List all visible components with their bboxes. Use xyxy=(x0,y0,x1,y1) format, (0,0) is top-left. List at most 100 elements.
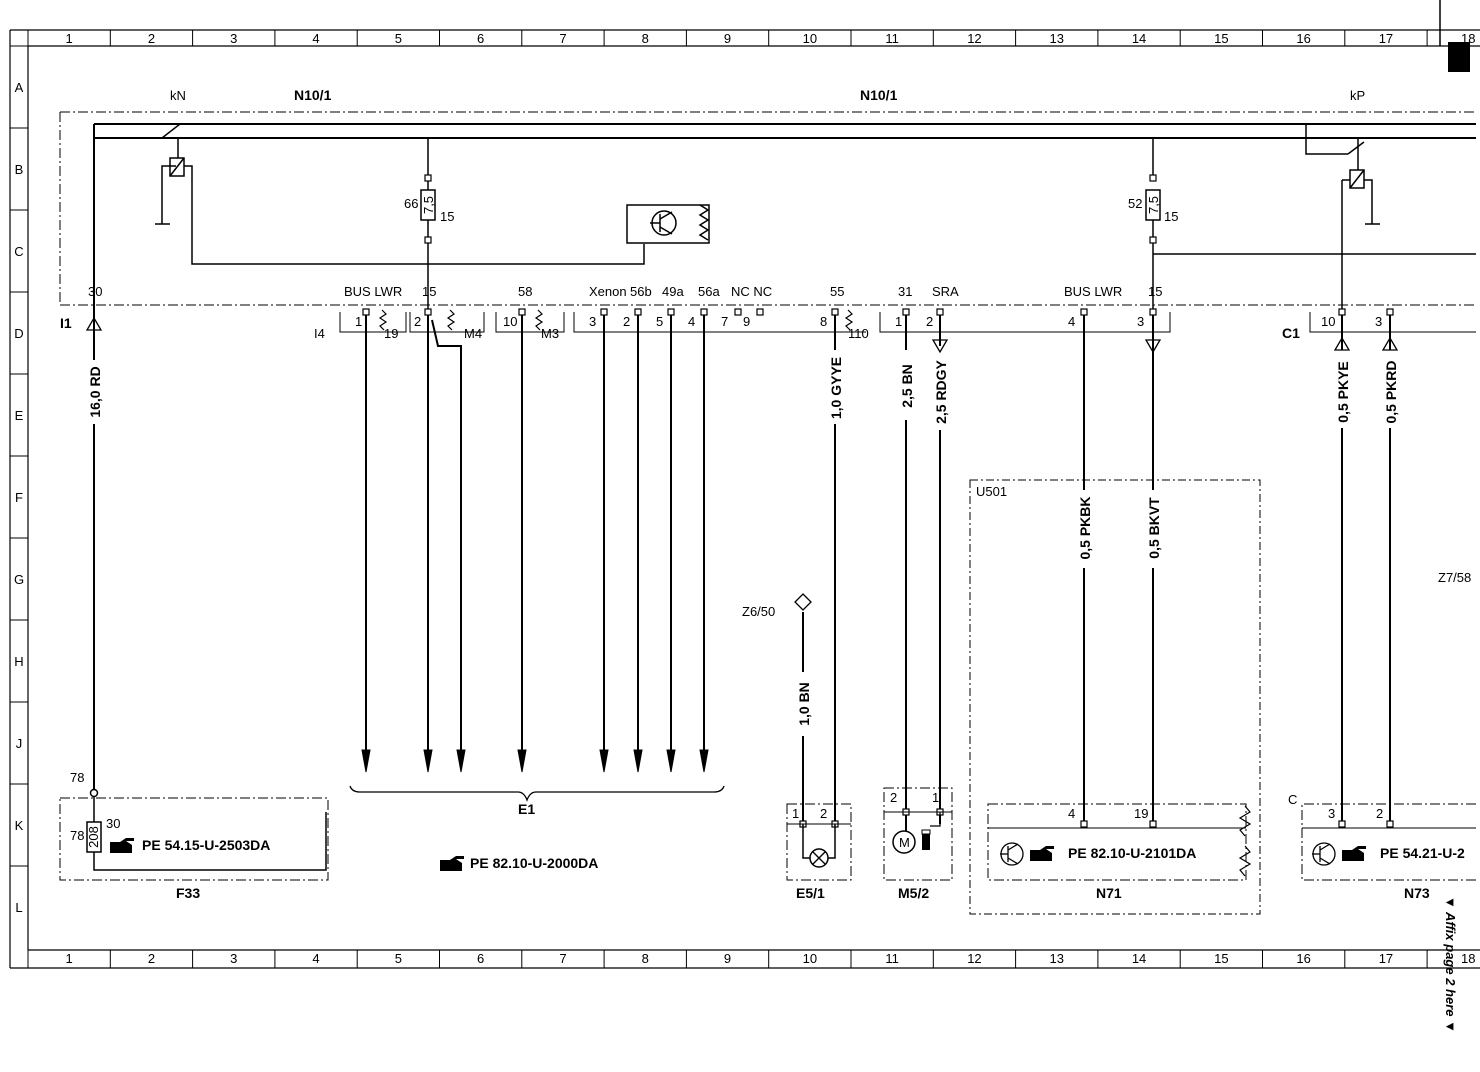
labels: kN N10/1 N10/1 kP 66 7,5 15 52 7,5 15 30… xyxy=(60,87,1471,1033)
pin-7: 7 xyxy=(721,314,728,329)
wire-10-bn: 1,0 BN xyxy=(796,682,812,726)
fuse-terminal xyxy=(424,174,432,182)
n71-label: N71 xyxy=(1096,885,1122,901)
pin-2c: 2 xyxy=(926,314,933,329)
row-letter: C xyxy=(14,244,23,259)
terminal-nc: NC NC xyxy=(731,284,772,299)
terminal-pin xyxy=(1386,820,1394,828)
column-number: 4 xyxy=(312,31,319,46)
wire-25-bn: 2,5 BN xyxy=(899,364,915,408)
column-number: 8 xyxy=(642,951,649,966)
column-number: 14 xyxy=(1132,31,1146,46)
pin-10: 10 xyxy=(503,314,517,329)
column-number: 3 xyxy=(230,31,237,46)
terminal-sra: SRA xyxy=(932,284,959,299)
terminal-15-1: 15 xyxy=(422,284,436,299)
terminal-bus-lwr-2: BUS LWR xyxy=(1064,284,1122,299)
column-number: 10 xyxy=(803,951,817,966)
column-number: 13 xyxy=(1050,31,1064,46)
terminal-pin xyxy=(1149,820,1157,828)
terminal-31: 31 xyxy=(898,284,912,299)
wire-rdgy: 2,5 RDGY xyxy=(933,359,949,423)
n73-pin-3: 3 xyxy=(1328,806,1335,821)
row-letter: D xyxy=(14,326,23,341)
terminal-pin xyxy=(1386,308,1394,316)
pointing-hand-icon xyxy=(440,856,464,871)
terminal-49a: 49a xyxy=(662,284,684,299)
e5-1-box xyxy=(786,803,852,881)
n10-1-center-label: N10/1 xyxy=(860,87,898,103)
column-number: 2 xyxy=(148,31,155,46)
n73-pin-2: 2 xyxy=(1376,806,1383,821)
e1-ref: PE 82.10-U-2000DA xyxy=(470,855,598,871)
pin-9: 9 xyxy=(743,314,750,329)
m5-pin-2: 2 xyxy=(890,790,897,805)
pin-3b: 3 xyxy=(1137,314,1144,329)
f33-pin-78: 78 xyxy=(70,828,84,843)
affix-note: ▼ Affix page 2 here ▼ xyxy=(1443,896,1458,1033)
n71-pin-4: 4 xyxy=(1068,806,1075,821)
row-letter: E xyxy=(15,408,24,423)
connector-i1: I1 xyxy=(60,315,72,331)
column-number: 6 xyxy=(477,31,484,46)
pin-4: 4 xyxy=(688,314,695,329)
connector-m4: M4 xyxy=(464,326,482,341)
resistors xyxy=(378,309,1252,877)
fuse-terminal xyxy=(1149,174,1157,182)
terminal-pin xyxy=(756,308,764,316)
bus-lines xyxy=(93,123,1476,312)
column-number: 12 xyxy=(967,951,981,966)
n73-ref: PE 54.21-U-2 xyxy=(1380,845,1465,861)
n71-box xyxy=(987,803,1247,881)
terminal-pin xyxy=(734,308,742,316)
pin-3: 3 xyxy=(589,314,596,329)
pin-8: 8 xyxy=(820,314,827,329)
wire-bkvt: 0,5 BKVT xyxy=(1146,497,1162,559)
column-number: 18 xyxy=(1461,951,1475,966)
connector-m3: M3 xyxy=(541,326,559,341)
e5-pin-2: 2 xyxy=(820,806,827,821)
m5-pin-1: 1 xyxy=(932,790,939,805)
fuse-66-label: 66 xyxy=(404,196,418,211)
z6-50-label: Z6/50 xyxy=(742,604,775,619)
wire-16-rd: 16,0 RD xyxy=(87,366,103,417)
column-number: 16 xyxy=(1296,31,1310,46)
terminal-pin xyxy=(936,308,944,316)
wire-pkbk: 0,5 PKBK xyxy=(1077,496,1093,559)
n10-1-boundary xyxy=(59,111,1476,306)
column-number: 11 xyxy=(885,31,899,46)
f33-box xyxy=(59,797,329,881)
pin-2: 2 xyxy=(414,314,421,329)
terminal-pin xyxy=(700,308,708,316)
fuse-66-rating: 7,5 xyxy=(421,196,436,214)
terminal-bus-lwr-1: BUS LWR xyxy=(344,284,402,299)
fuse-terminal xyxy=(1149,236,1157,244)
n73-box xyxy=(1301,803,1476,881)
relay-kp xyxy=(1305,124,1380,312)
m5-motor: M xyxy=(899,835,910,850)
reference-icons xyxy=(110,838,1366,871)
row-letter: A xyxy=(15,80,24,95)
column-number: 2 xyxy=(148,951,155,966)
n10-1-left-label: N10/1 xyxy=(294,87,332,103)
terminal-55: 55 xyxy=(830,284,844,299)
fuse-52-term: 15 xyxy=(1164,209,1178,224)
terminal-pin xyxy=(902,308,910,316)
column-number: 12 xyxy=(967,31,981,46)
column-number: 16 xyxy=(1296,951,1310,966)
column-number: 15 xyxy=(1214,951,1228,966)
column-number: 1 xyxy=(66,31,73,46)
z6-50-splice xyxy=(794,593,812,611)
terminal-pin xyxy=(634,308,642,316)
pointing-hand-icon xyxy=(1030,846,1054,861)
m5-2-box xyxy=(883,787,953,881)
column-number: 17 xyxy=(1379,951,1393,966)
row-letter: J xyxy=(16,736,23,751)
terminal-pin xyxy=(600,308,608,316)
fuse-52 xyxy=(1145,138,1476,312)
u501-box xyxy=(969,479,1261,915)
z7-58-label: Z7/58 xyxy=(1438,570,1471,585)
arrows xyxy=(361,749,709,773)
row-letter: F xyxy=(15,490,23,505)
row-ticks xyxy=(10,45,28,867)
